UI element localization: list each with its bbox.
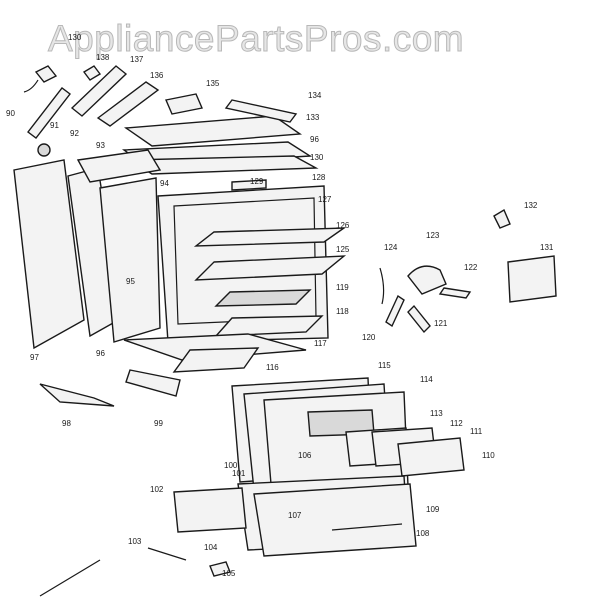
watermark: AppliancePartsPros.com <box>48 18 465 60</box>
small-parts <box>39 547 231 597</box>
part-label: 112 <box>450 419 463 428</box>
part-label: 93 <box>96 141 105 150</box>
part-label: 128 <box>312 173 326 182</box>
part-label: 97 <box>30 353 39 362</box>
part-label: 125 <box>336 245 350 254</box>
part-label: 131 <box>540 243 554 252</box>
part-label: 130 <box>68 33 82 42</box>
part-label: 129 <box>250 177 264 186</box>
part-label: 119 <box>336 283 349 292</box>
part-label: 110 <box>482 451 495 460</box>
part-label: 116 <box>266 363 279 372</box>
part-label: 115 <box>378 361 391 370</box>
part-label: 101 <box>232 469 246 478</box>
hinge-hardware <box>379 208 557 334</box>
part-label: 103 <box>128 537 142 546</box>
part-label: 124 <box>384 243 398 252</box>
part-label: 91 <box>50 121 59 130</box>
part-label: 114 <box>420 375 433 384</box>
part-label: 123 <box>426 231 440 240</box>
part-label: 96 <box>96 349 105 358</box>
part-label: 138 <box>96 53 110 62</box>
part-label: 108 <box>416 529 430 538</box>
top-parts <box>23 65 319 191</box>
part-label: 102 <box>150 485 164 494</box>
part-label: 117 <box>314 339 327 348</box>
part-label: 126 <box>336 221 350 230</box>
part-labels: 130 138 137 136 135 134 133 90 91 92 93 … <box>6 33 554 578</box>
part-label: 94 <box>160 179 169 188</box>
part-label: 136 <box>150 71 164 80</box>
part-label: 137 <box>130 55 144 64</box>
part-label: 113 <box>430 409 443 418</box>
part-label: 122 <box>464 263 478 272</box>
part-label: 109 <box>426 505 440 514</box>
part-label: 90 <box>6 109 15 118</box>
part-label: 133 <box>306 113 320 122</box>
part-label: 106 <box>298 451 312 460</box>
part-label: 105 <box>222 569 236 578</box>
part-label: 100 <box>224 461 238 470</box>
part-label: 120 <box>362 333 376 342</box>
part-label: 99 <box>154 419 163 428</box>
part-label: 130 <box>310 153 324 162</box>
part-label: 127 <box>318 195 332 204</box>
part-label: 111 <box>470 427 483 436</box>
oven-door <box>173 377 465 557</box>
part-label: 92 <box>70 129 79 138</box>
part-label: 121 <box>434 319 448 328</box>
part-label: 96 <box>310 135 319 144</box>
oven-racks <box>39 227 347 407</box>
part-label: 98 <box>62 419 71 428</box>
part-label: 135 <box>206 79 220 88</box>
part-label: 118 <box>336 307 349 316</box>
part-label: 132 <box>524 201 538 210</box>
part-label: 134 <box>308 91 322 100</box>
part-label: 104 <box>204 543 218 552</box>
part-label: 107 <box>288 511 302 520</box>
part-label: 95 <box>126 277 135 286</box>
